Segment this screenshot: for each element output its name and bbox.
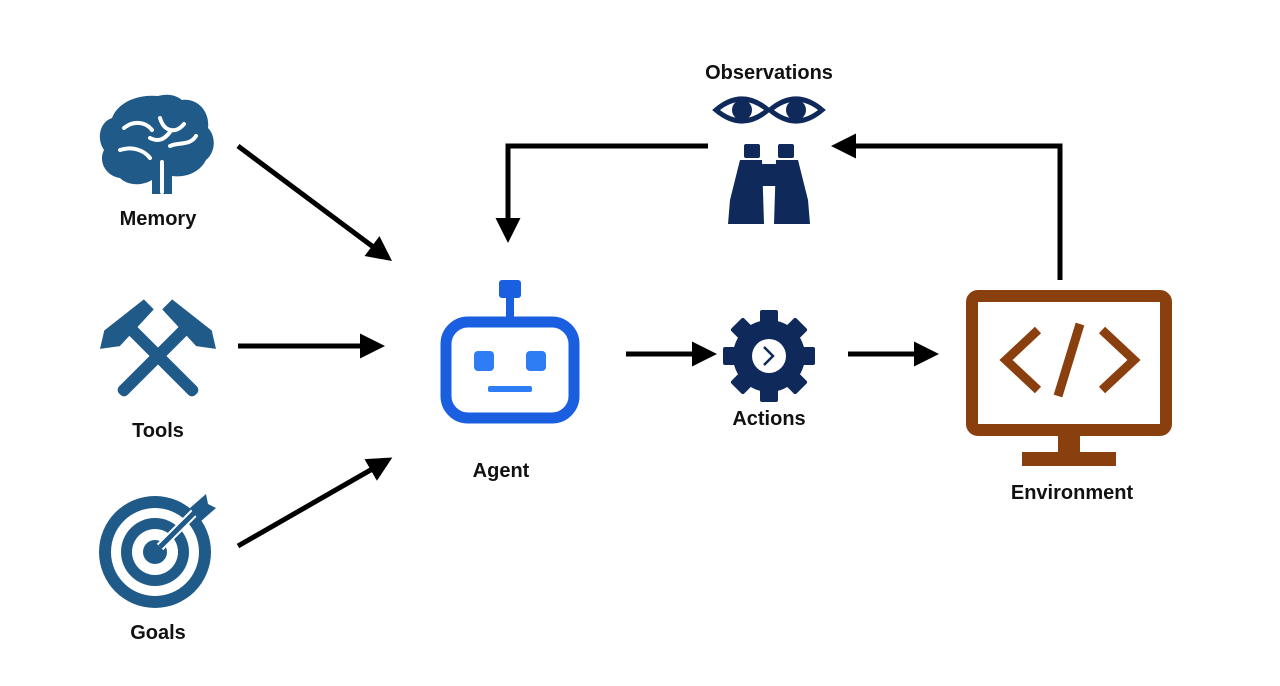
edge-environment-observations: [831, 133, 1063, 280]
goals-label: Goals: [130, 622, 186, 644]
brain-icon: [99, 94, 214, 194]
gear-icon: [723, 310, 815, 402]
edge-goals-agent: [236, 457, 393, 549]
robot-icon: [440, 280, 580, 424]
eyes-binoculars-icon: [712, 96, 826, 224]
right-eye-icon: [766, 96, 826, 124]
actions-label: Actions: [732, 408, 806, 430]
arrows: [236, 133, 1063, 549]
hammers-icon: [100, 299, 216, 397]
edge-memory-agent: [236, 143, 393, 261]
tools-label: Tools: [132, 420, 184, 442]
observations-label: Observations: [705, 62, 833, 84]
left-eye-icon: [712, 96, 772, 124]
edge-observations-agent: [495, 143, 708, 243]
target-icon: [99, 494, 216, 608]
binoculars-icon: [728, 144, 810, 224]
memory-label: Memory: [119, 208, 197, 230]
agent-label: Agent: [472, 460, 530, 482]
environment-label: Environment: [1010, 482, 1134, 504]
code-monitor-icon: [966, 290, 1172, 466]
